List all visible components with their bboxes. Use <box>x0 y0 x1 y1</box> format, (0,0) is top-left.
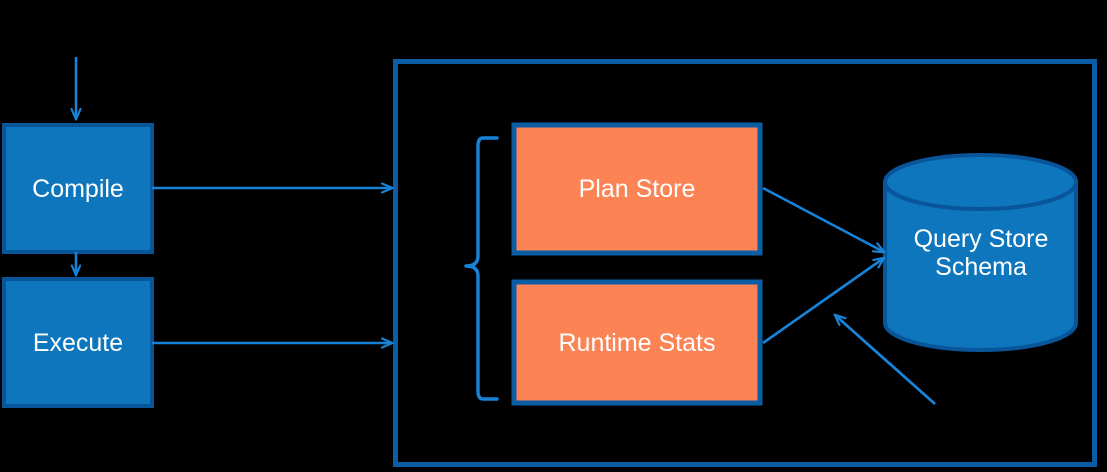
compile-box[interactable] <box>2 123 154 254</box>
execute-box[interactable] <box>2 277 154 408</box>
query-store-schema-cylinder[interactable] <box>883 153 1078 352</box>
plan-store-to-schema-arrow <box>762 186 884 252</box>
query-store-boundary <box>393 59 1097 467</box>
runtime-stats-to-schema-arrow <box>762 258 884 345</box>
plan-store-box[interactable] <box>511 122 763 256</box>
external-to-schema-arrow <box>835 315 936 406</box>
runtime-stats-box[interactable] <box>511 279 763 406</box>
group-brace-icon <box>464 136 499 401</box>
